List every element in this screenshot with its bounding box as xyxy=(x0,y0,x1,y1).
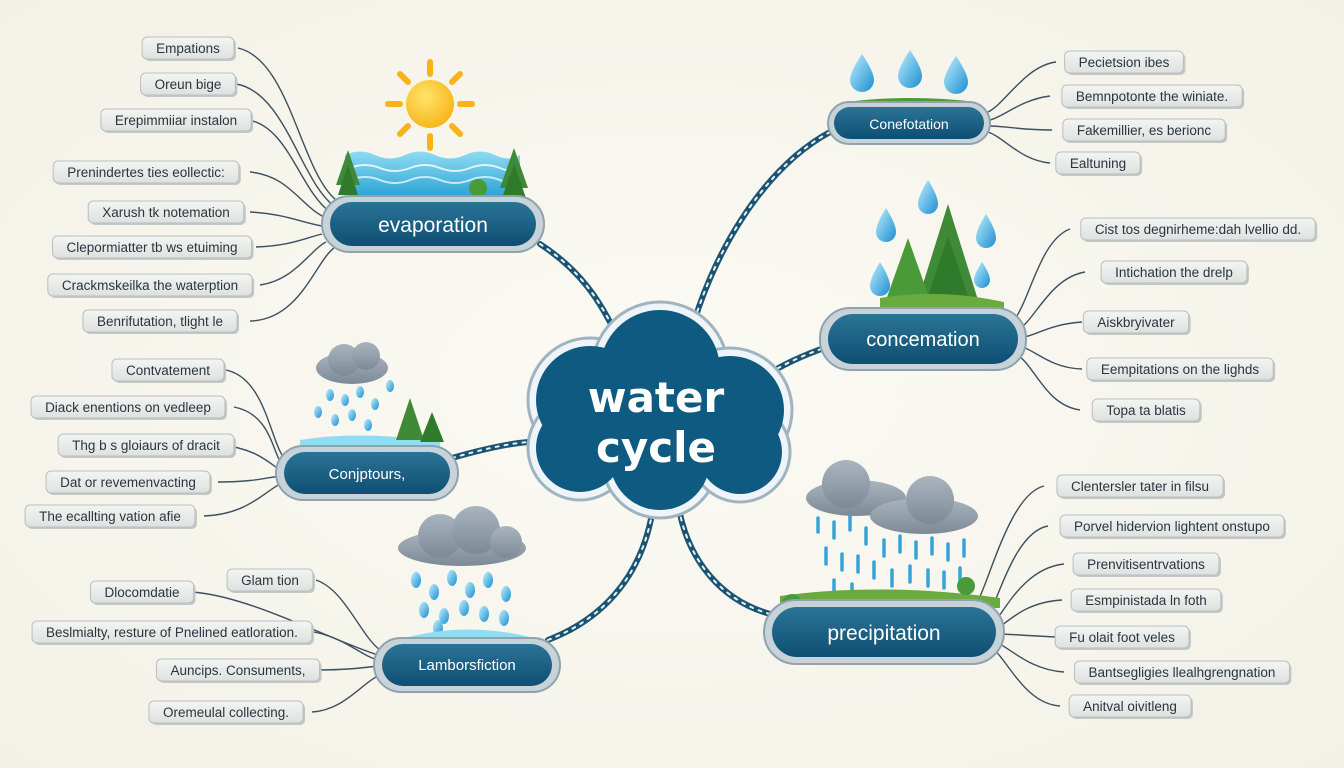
leaf-label-evaporation-8[interactable]: Benrifutation, tlight le xyxy=(82,309,240,334)
leaf-label-text: Dat or revemenvacting xyxy=(60,475,196,490)
leaf-label-text: Porvel hidervion lightent onstupo xyxy=(1074,519,1270,534)
rain-cloud-large-icon xyxy=(780,460,1000,614)
leaf-label-evaporation-5[interactable]: Xarush tk notemation xyxy=(87,200,246,225)
leaf-label-precipitation-1[interactable]: Clentersler tater in filsu xyxy=(1056,474,1226,499)
leaf-label-evaporation-7[interactable]: Crackmskeilka the waterption xyxy=(47,273,255,298)
leaf-label-text: Cist tos degnirheme:dah lvellio dd. xyxy=(1095,222,1301,237)
leaf-label-lamborstion-2[interactable]: Glam tion xyxy=(226,568,315,593)
center-title-line2: cycle xyxy=(596,423,716,472)
node-concemation[interactable]: concemation xyxy=(819,307,1027,371)
center-cloud[interactable]: water cycle xyxy=(526,300,794,520)
leaf-label-condensation-top-3[interactable]: Fakemillier, es berionc xyxy=(1062,118,1228,143)
leaf-label-condensation-top-2[interactable]: Bemnpotonte the winiate. xyxy=(1061,84,1245,109)
leaf-label-conjptours-5[interactable]: The ecallting vation afie xyxy=(24,504,197,529)
leaf-label-precipitation-7[interactable]: Anitval oivitleng xyxy=(1068,694,1193,719)
leaf-label-concemation-2[interactable]: Intichation the drelp xyxy=(1100,260,1249,285)
leaf-label-lamborstion-3[interactable]: Beslmialty, resture of Pnelined eatlorat… xyxy=(31,620,314,645)
node-lamborstion[interactable]: Lamborsfiction xyxy=(373,637,561,693)
leaf-label-text: Fu olait foot veles xyxy=(1069,630,1175,645)
leaf-label-precipitation-4[interactable]: Esmpinistada ln foth xyxy=(1070,588,1223,613)
leaf-label-concemation-3[interactable]: Aiskbryivater xyxy=(1082,310,1191,335)
leaf-label-conjptours-1[interactable]: Contvatement xyxy=(111,358,227,383)
leaf-label-text: Diack enentions on vedleep xyxy=(45,400,211,415)
leaf-label-text: Prenvitisentrvations xyxy=(1087,557,1205,572)
leaf-label-text: Intichation the drelp xyxy=(1115,265,1233,280)
leaf-label-evaporation-3[interactable]: Erepimmiiar instalon xyxy=(100,108,254,133)
forest-drops-icon xyxy=(870,180,1004,312)
leaf-label-text: Thg b s gloiaurs of dracit xyxy=(72,438,220,453)
rain-cloud-small-icon xyxy=(300,342,444,452)
node-concemation-label: concemation xyxy=(866,329,979,351)
node-lamborstion-label: Lamborsfiction xyxy=(418,657,516,674)
center-title-line1: water xyxy=(588,373,725,422)
leaf-label-text: Clepormiatter tb ws etuiming xyxy=(66,240,237,255)
leaf-label-text: Benrifutation, tlight le xyxy=(97,314,223,329)
leaf-label-lamborstion-4[interactable]: Auncips. Consuments, xyxy=(155,658,322,683)
leaf-label-text: Crackmskeilka the waterption xyxy=(62,278,238,293)
leaf-label-text: Aiskbryivater xyxy=(1097,315,1175,330)
leaf-label-text: Prenindertes ties eollectic: xyxy=(67,165,225,180)
node-precipitation-label: precipitation xyxy=(827,622,940,645)
leaf-label-text: Fakemillier, es berionc xyxy=(1077,123,1212,138)
leaf-label-text: The ecallting vation afie xyxy=(39,509,181,524)
leaf-label-text: Oremeulal collecting. xyxy=(163,705,289,720)
node-conjptours-label: Conjptours, xyxy=(329,466,406,483)
leaf-label-evaporation-6[interactable]: Clepormiatter tb ws etuiming xyxy=(51,235,254,260)
leaf-label-text: Xarush tk notemation xyxy=(102,205,230,220)
leaf-label-text: Pecietsion ibes xyxy=(1079,55,1170,70)
leaf-label-text: Esmpinistada ln foth xyxy=(1085,593,1207,608)
leaf-label-precipitation-3[interactable]: Prenvitisentrvations xyxy=(1072,552,1221,577)
leaf-label-text: Dlocomdatie xyxy=(104,585,179,600)
leaf-label-text: Anitval oivitleng xyxy=(1083,699,1177,714)
leaf-label-conjptours-2[interactable]: Diack enentions on vedleep xyxy=(30,395,227,420)
leaf-label-text: Clentersler tater in filsu xyxy=(1071,479,1209,494)
evaporation-waves-icon xyxy=(336,148,528,198)
node-condensation-top[interactable]: Conefotation xyxy=(827,101,991,145)
leaf-label-text: Empations xyxy=(156,41,220,56)
leaf-label-concemation-1[interactable]: Cist tos degnirheme:dah lvellio dd. xyxy=(1080,217,1318,242)
leaf-label-text: Bantsegligies llealhgrengnation xyxy=(1089,665,1276,680)
leaf-label-lamborstion-1[interactable]: Dlocomdatie xyxy=(89,580,196,605)
leaf-label-text: Eempitations on the lighds xyxy=(1101,362,1260,377)
leaf-label-evaporation-1[interactable]: Empations xyxy=(141,36,236,61)
node-evaporation-label: evaporation xyxy=(378,214,488,237)
leaf-label-condensation-top-4[interactable]: Ealtuning xyxy=(1055,151,1143,176)
leaf-label-text: Bemnpotonte the winiate. xyxy=(1076,89,1228,104)
leaf-label-text: Contvatement xyxy=(126,363,210,378)
leaf-label-text: Erepimmiiar instalon xyxy=(115,113,237,128)
leaf-label-text: Glam tion xyxy=(241,573,299,588)
leaf-label-lamborstion-5[interactable]: Oremeulal collecting. xyxy=(148,700,306,725)
leaf-label-condensation-top-1[interactable]: Pecietsion ibes xyxy=(1064,50,1186,75)
node-condensation-top-label: Conefotation xyxy=(869,116,948,132)
leaf-label-evaporation-4[interactable]: Prenindertes ties eollectic: xyxy=(52,160,241,185)
leaf-label-conjptours-4[interactable]: Dat or revemenvacting xyxy=(45,470,212,495)
node-precipitation[interactable]: precipitation xyxy=(763,599,1005,665)
sun-icon xyxy=(385,59,475,151)
leaf-label-precipitation-5[interactable]: Fu olait foot veles xyxy=(1054,625,1191,650)
leaf-label-text: Topa ta blatis xyxy=(1106,403,1186,418)
leaf-label-text: Oreun bige xyxy=(155,77,222,92)
leaf-label-text: Auncips. Consuments, xyxy=(170,663,305,678)
node-conjptours[interactable]: Conjptours, xyxy=(275,445,459,501)
leaf-label-text: Beslmialty, resture of Pnelined eatlorat… xyxy=(46,625,298,640)
leaf-label-evaporation-2[interactable]: Oreun bige xyxy=(140,72,238,97)
leaf-label-conjptours-3[interactable]: Thg b s gloiaurs of dracit xyxy=(57,433,236,458)
leaf-label-precipitation-6[interactable]: Bantsegligies llealhgrengnation xyxy=(1074,660,1292,685)
leaf-label-concemation-5[interactable]: Topa ta blatis xyxy=(1091,398,1202,423)
leaf-label-precipitation-2[interactable]: Porvel hidervion lightent onstupo xyxy=(1059,514,1286,539)
rain-cloud-medium-icon xyxy=(398,506,548,652)
node-evaporation[interactable]: evaporation xyxy=(321,195,545,253)
leaf-label-concemation-4[interactable]: Eempitations on the lighds xyxy=(1086,357,1276,382)
leaf-label-text: Ealtuning xyxy=(1070,156,1126,171)
